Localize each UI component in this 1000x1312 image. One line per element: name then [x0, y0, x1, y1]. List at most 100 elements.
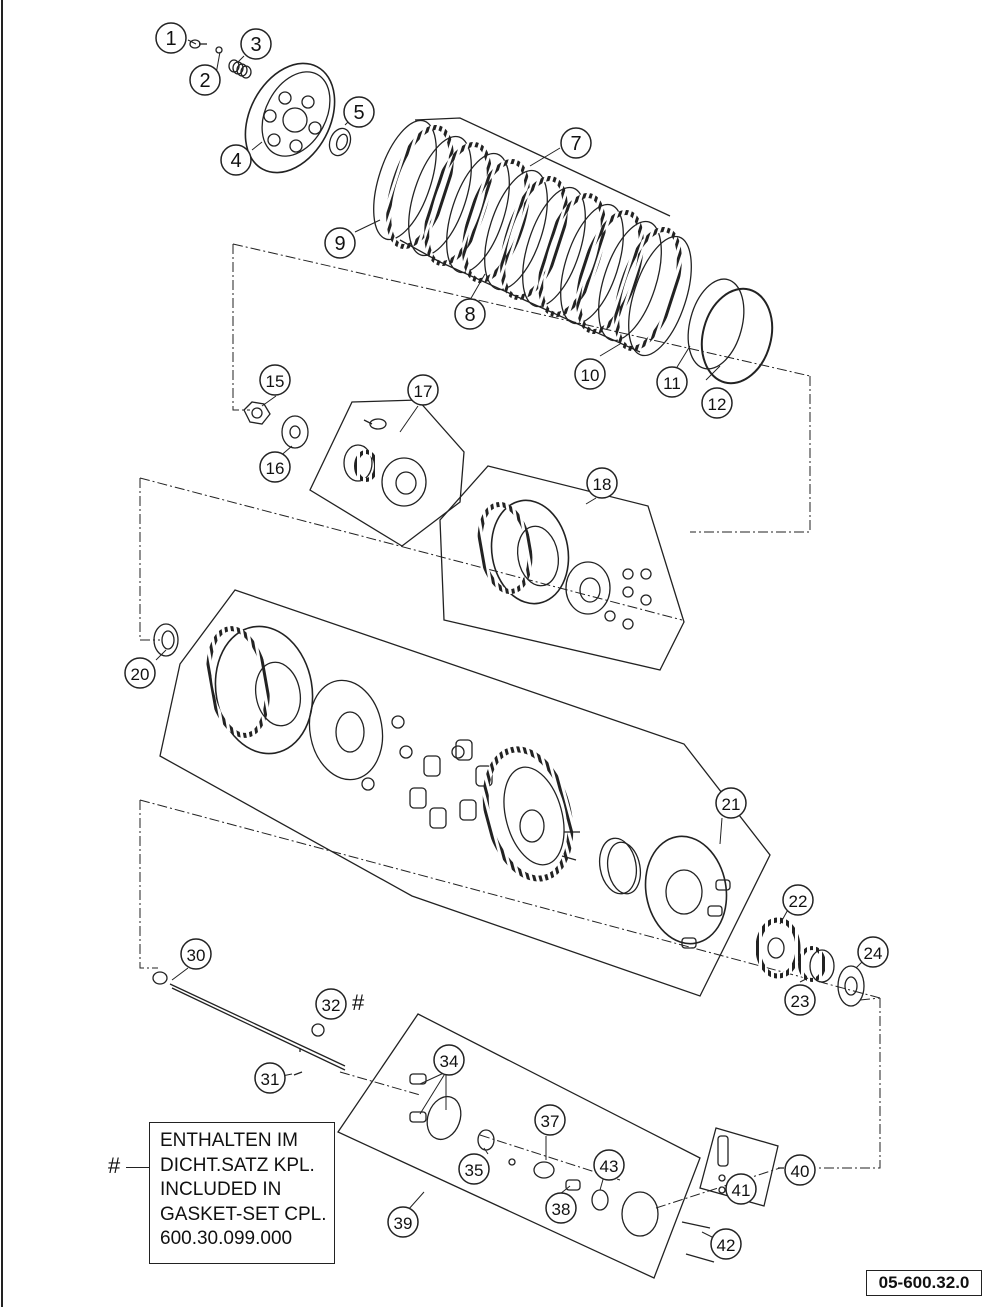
callout-number: 30 [187, 946, 206, 965]
note-line: INCLUDED IN [160, 1179, 282, 1200]
callout-number: 17 [414, 382, 433, 401]
inner-hub-assembly [439, 465, 685, 671]
callout-circle [259, 364, 291, 396]
callout-number: 32 [322, 996, 341, 1015]
callout-number: 1 [165, 28, 176, 50]
callout-7: 7 [560, 127, 592, 159]
leader-lines [155, 39, 863, 1239]
washer-24 [837, 965, 865, 1007]
callout-24: 24 [857, 936, 889, 968]
callout-circle [433, 1044, 465, 1076]
callout-circle [324, 227, 356, 259]
callout-circle [545, 1192, 577, 1224]
callout-number: 31 [261, 1070, 280, 1089]
note-line: 600.30.099.000 [160, 1228, 293, 1249]
callout-number: 8 [464, 304, 475, 326]
callout-circle [782, 884, 814, 916]
callout-30: 30 [180, 938, 212, 970]
callout-number: 15 [266, 372, 285, 391]
callout-number: 12 [708, 395, 727, 414]
document-id: 05-600.32.0 [866, 1270, 982, 1296]
callout-circle [254, 1062, 286, 1094]
callout-circle [586, 467, 618, 499]
callout-number: 34 [440, 1052, 459, 1071]
callout-17: 17 [407, 374, 439, 406]
needle-bearing-23 [798, 946, 835, 983]
callout-circle [315, 988, 347, 1020]
clutch-disc-pack [373, 117, 692, 357]
callout-circle [458, 1153, 490, 1185]
callout-number: 38 [552, 1200, 571, 1219]
callout-circle [534, 1104, 566, 1136]
callout-23: 23 [784, 984, 816, 1016]
callout-circle [189, 64, 221, 96]
gasket-set-marker: # [352, 990, 365, 1015]
damper-springs [409, 739, 493, 829]
callout-number: 24 [864, 944, 883, 963]
callout-number: 42 [717, 1236, 736, 1255]
callout-circle [784, 984, 816, 1016]
callout-circle [560, 127, 592, 159]
callout-43: 43 [593, 1149, 625, 1181]
callout-number: 37 [541, 1112, 560, 1131]
callout-22: 22 [782, 884, 814, 916]
callout-circle [784, 1154, 816, 1186]
callout-circle [715, 787, 747, 819]
callout-37: 37 [534, 1104, 566, 1136]
callout-circle [343, 96, 375, 128]
callout-circle [124, 657, 156, 689]
callout-2: 2 [189, 64, 221, 96]
callout-20: 20 [124, 657, 156, 689]
callout-circle [710, 1228, 742, 1260]
callout-35: 35 [458, 1153, 490, 1185]
callout-42: 42 [710, 1228, 742, 1260]
pressure-plate-part [189, 39, 352, 174]
spring-3 [228, 59, 252, 79]
callout-number: 7 [570, 133, 581, 155]
callout-number: 21 [722, 795, 741, 814]
assembly-lines [139, 243, 881, 1209]
callout-circle [240, 28, 272, 60]
callout-18: 18 [586, 467, 618, 499]
callout-number: 3 [250, 34, 261, 56]
callout-circle [220, 144, 252, 176]
callout-number: 39 [394, 1214, 413, 1233]
gasket-set-note: ENTHALTEN IM DICHT.SATZ KPL. INCLUDED IN… [149, 1122, 335, 1264]
callout-circle [701, 387, 733, 419]
callout-40: 40 [784, 1154, 816, 1186]
callout-9: 9 [324, 227, 356, 259]
bearing-20 [153, 623, 179, 657]
callout-circle [725, 1173, 757, 1205]
callout-number: 41 [732, 1181, 751, 1200]
callout-number: 22 [789, 892, 808, 911]
callout-number: 20 [131, 665, 150, 684]
callout-21: 21 [715, 787, 747, 819]
callout-number: 18 [593, 475, 612, 494]
callout-number: 9 [334, 233, 345, 255]
callout-15: 15 [259, 364, 291, 396]
callout-38: 38 [545, 1192, 577, 1224]
callout-number: 4 [230, 150, 241, 172]
callout-circle [593, 1149, 625, 1181]
callout-number: 5 [353, 102, 364, 124]
callout-8: 8 [454, 298, 486, 330]
callout-circle [656, 366, 688, 398]
bleeder-valve-group [699, 1127, 784, 1207]
callout-10: 10 [574, 358, 606, 390]
callout-number: 11 [663, 374, 681, 393]
callout-41: 41 [725, 1173, 757, 1205]
callout-11: 11 [656, 366, 688, 398]
note-marker: # [108, 1153, 121, 1178]
note-marker-line [126, 1167, 150, 1168]
slave-cylinder-assembly [337, 1013, 715, 1279]
callout-number: 40 [791, 1162, 810, 1181]
callout-circle [155, 22, 187, 54]
callout-1: 1 [155, 22, 187, 54]
callout-circle [857, 936, 889, 968]
callout-number: 35 [465, 1161, 484, 1180]
callout-circle [454, 298, 486, 330]
callout-circle [574, 358, 606, 390]
